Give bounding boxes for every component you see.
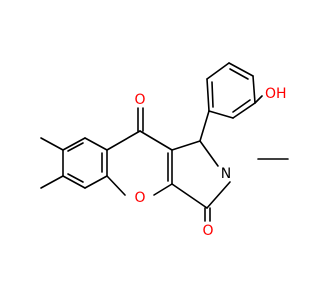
upper-carbonyl: [137, 107, 144, 132]
left-benzene-ring: [62, 137, 108, 189]
lower-carbonyl: [204, 207, 211, 222]
carbonyl-oxygen-lower: O: [202, 223, 213, 239]
pyrrolidinone-ring: [171, 140, 231, 209]
methyl-groups: [40, 137, 289, 189]
molecule-structure-diagram: O O O N OH: [40, 62, 289, 239]
carbonyl-oxygen-upper: O: [134, 92, 145, 108]
ring-oxygen: O: [134, 190, 145, 206]
ring-nitrogen: N: [221, 166, 231, 182]
pyranone-ring: [106, 130, 173, 196]
hydroxyphenyl-ring: [199, 62, 263, 142]
hydroxyl-group: OH: [265, 86, 287, 102]
